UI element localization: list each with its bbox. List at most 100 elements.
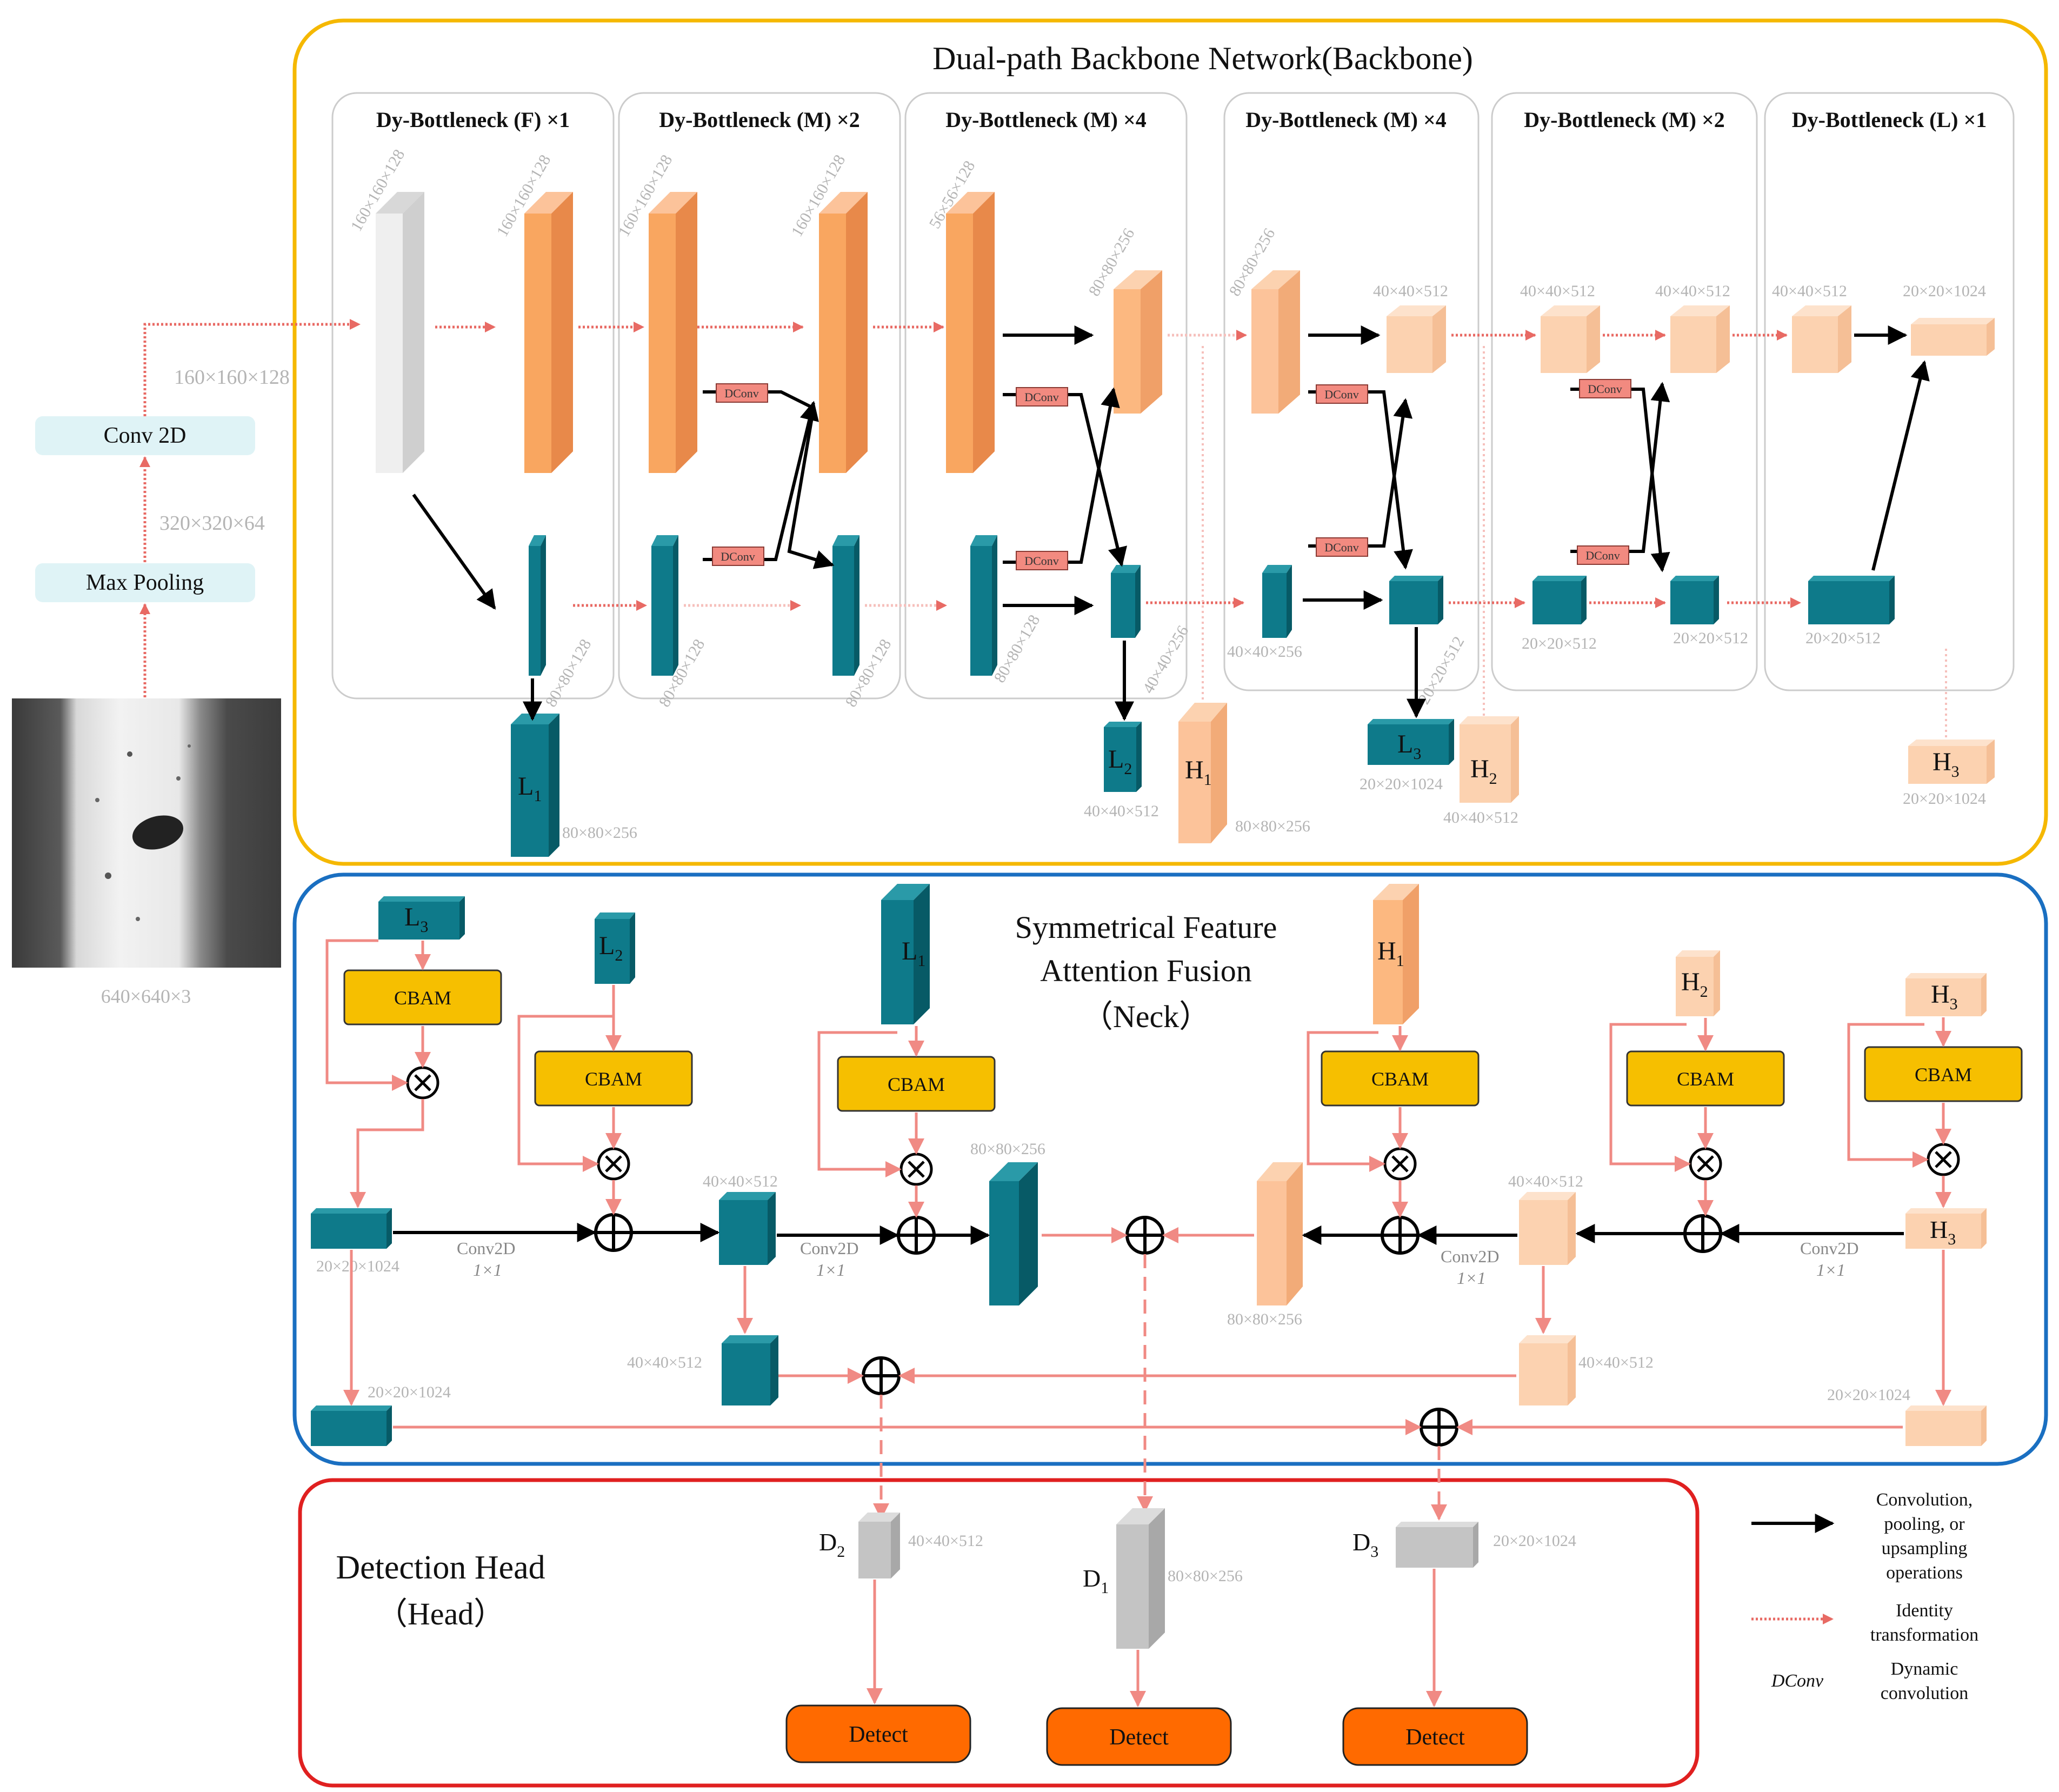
neck-title-1: Symmetrical Feature (1015, 910, 1277, 945)
backbone-stage-boxes (331, 92, 2015, 700)
high-block-10 (1792, 305, 1851, 373)
D2-block (858, 1513, 900, 1578)
neck-dim-6: 40×40×512 (627, 1354, 702, 1371)
neck-low-40b (722, 1335, 778, 1405)
high-block-4 (946, 192, 995, 473)
neck-L1 (881, 884, 930, 1024)
head-arrows (867, 1569, 1442, 1707)
dim-low-10: 20×20×512 (1805, 629, 1881, 647)
neck-black-arrows (393, 1223, 1904, 1245)
neck-L1-label: L1 (902, 937, 925, 970)
conv2d-kernel-2: 1×1 (816, 1260, 845, 1280)
neck-dim-3: 80×80×256 (970, 1140, 1045, 1158)
neck-dim-7: 40×40×512 (1578, 1354, 1654, 1371)
high-block-8 (1541, 305, 1600, 373)
legend-id-2: transformation (1870, 1625, 1978, 1645)
legend-dyn-1: Dynamic (1891, 1659, 1958, 1679)
legend-dyn-2: convolution (1881, 1683, 1968, 1703)
low-block-3 (832, 535, 859, 676)
neck-title-3: （Neck） (1082, 999, 1210, 1034)
low-block-1 (529, 535, 546, 676)
max-pooling-label: Max Pooling (86, 570, 204, 595)
legend-conv-1: Convolution, (1876, 1490, 1973, 1510)
cbam-2: CBAM (585, 1068, 642, 1090)
conv2d-box (35, 416, 255, 455)
high-block-9 (1670, 305, 1730, 373)
neck-panel (292, 872, 2048, 1466)
high-block-7 (1387, 305, 1446, 373)
image-dims: 640×640×3 (101, 985, 191, 1007)
neck-H3-label: H3 (1931, 980, 1958, 1013)
dim-high-9: 40×40×512 (1655, 282, 1730, 300)
L3-label: L3 (1397, 730, 1421, 763)
add-marks (596, 1215, 1721, 1445)
cbam-4: CBAM (1371, 1068, 1429, 1090)
neck-H1-label: H1 (1377, 937, 1404, 970)
dim-high-7: 40×40×512 (1373, 282, 1448, 300)
conv2d-label-2: Conv2D (800, 1238, 858, 1258)
low-block-6 (1262, 565, 1292, 638)
high-block-1 (524, 192, 573, 473)
H3-label: H3 (1933, 748, 1960, 781)
neck-high-40 (1519, 1192, 1576, 1265)
high-block-3 (819, 192, 868, 473)
dim-L2: 40×40×512 (1084, 802, 1159, 820)
backbone-title: Dual-path Backbone Network(Backbone) (932, 41, 1473, 76)
H1-block (1178, 703, 1227, 843)
legend-id-1: Identity (1896, 1601, 1953, 1621)
conv2d-kernel-3: 1×1 (1457, 1268, 1486, 1288)
dim-H3: 20×20×1024 (1903, 790, 1986, 808)
neck-pink-arrows (325, 939, 1951, 1435)
max-pooling-box (35, 563, 255, 602)
low-block-7 (1389, 576, 1443, 624)
low-block-4 (970, 535, 997, 676)
low-block-9 (1670, 576, 1719, 624)
neck-low-20 (311, 1208, 392, 1249)
defect-spot (132, 815, 184, 850)
conv-dims: 160×160×128 (174, 366, 290, 389)
neck-low-80 (989, 1162, 1038, 1305)
detect-3: Detect (1405, 1725, 1465, 1750)
high-block-11 (1911, 318, 1995, 356)
head-title-1: Detection Head (336, 1549, 545, 1586)
L3-block (1368, 719, 1454, 765)
D2-dims: 40×40×512 (908, 1532, 983, 1550)
cbam-5: CBAM (1677, 1068, 1734, 1090)
high-block-2 (649, 192, 697, 473)
backbone-identity-arrows (435, 322, 1801, 611)
dim-high-11: 20×20×1024 (1903, 282, 1986, 300)
L1-label: L1 (518, 772, 542, 805)
pool-dims: 320×320×64 (159, 512, 265, 535)
low-block-10 (1808, 576, 1895, 624)
low-block-8 (1532, 576, 1587, 624)
backbone-panel (292, 18, 2048, 866)
H3-block (1908, 740, 1995, 784)
legend-dconv-symbol: DConv (1771, 1671, 1824, 1691)
neck-dim-9: 20×20×1024 (1827, 1386, 1910, 1404)
D1-dims: 80×80×256 (1168, 1567, 1243, 1585)
conv2d-kernel-4: 1×1 (1816, 1260, 1845, 1280)
neck-low-20b (311, 1405, 392, 1446)
neck-high-20b (1905, 1405, 1987, 1446)
stage-3-title: Dy-Bottleneck (M) ×4 (945, 108, 1147, 132)
stage-2-title: Dy-Bottleneck (M) ×2 (659, 108, 860, 132)
head-title-2: （Head） (376, 1596, 505, 1631)
detect-1: Detect (849, 1722, 908, 1747)
neck-L2 (595, 912, 635, 984)
low-block-5 (1111, 565, 1141, 638)
backbone-faint-vertical-links (1202, 346, 1947, 738)
stage-6-title: Dy-Bottleneck (L) ×1 (1792, 108, 1987, 132)
dconv-1: DConv (724, 387, 759, 400)
conv2d-label-1: Conv2D (457, 1238, 515, 1258)
D3-block (1396, 1522, 1478, 1568)
dconv-4: DConv (1024, 554, 1059, 568)
D3-dims: 20×20×1024 (1493, 1532, 1576, 1550)
neck-dim-5: 40×40×512 (1508, 1173, 1583, 1190)
dconv-8: DConv (1585, 549, 1620, 562)
dconv-boxes (712, 379, 1631, 570)
neck-L3-label: L3 (404, 903, 428, 936)
detect-2: Detect (1109, 1725, 1169, 1750)
low-block-2 (651, 535, 678, 676)
neck-L3 (378, 896, 465, 940)
neck-high-80 (1257, 1162, 1303, 1305)
